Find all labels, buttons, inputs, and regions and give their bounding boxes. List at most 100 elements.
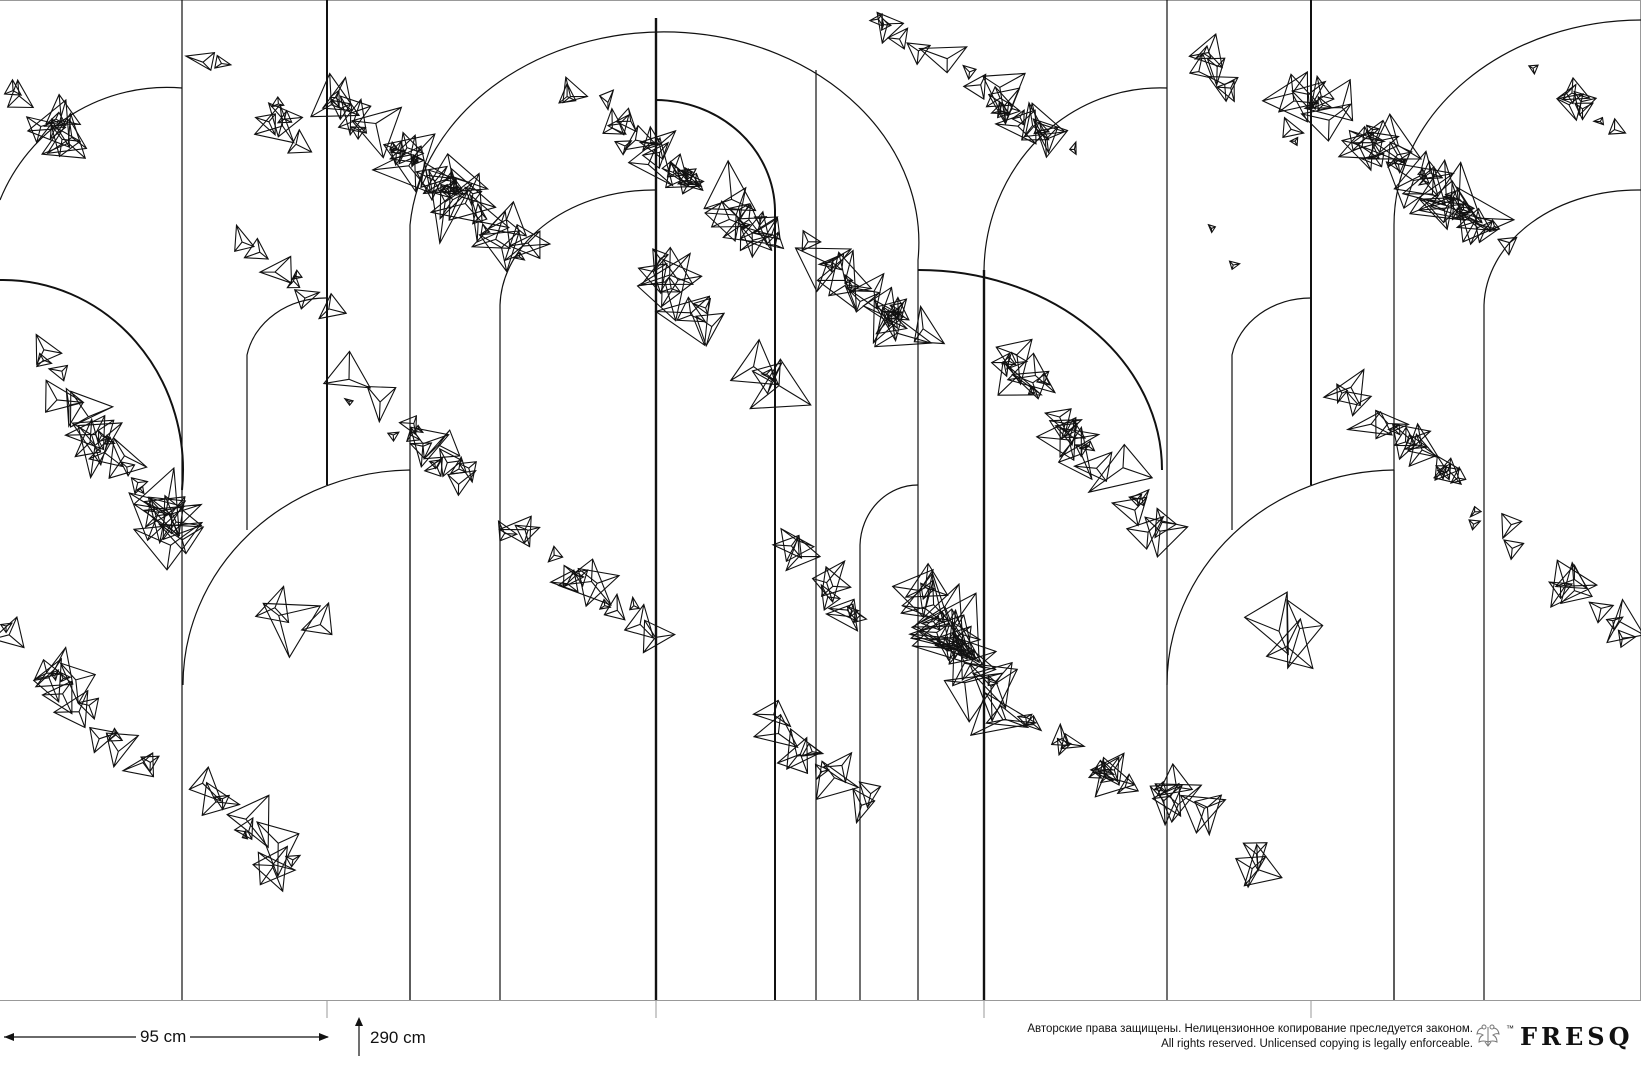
crystal-shard	[695, 312, 726, 348]
crystal-shard	[562, 564, 585, 588]
crystal-shard	[76, 697, 100, 721]
crystal-shard	[962, 64, 978, 81]
crystal-shard	[1573, 90, 1598, 117]
crystal-shard	[1303, 78, 1354, 122]
crystal-shard	[710, 200, 748, 228]
crystal-shard	[943, 672, 1004, 723]
crystal-shard	[1497, 236, 1518, 256]
crystal-shard	[1346, 391, 1373, 417]
crystal-shard	[514, 524, 541, 545]
crystal-shard	[752, 713, 799, 749]
crystal-shard	[1455, 207, 1492, 231]
crystal-shard	[504, 223, 552, 262]
crystal-shard	[498, 515, 532, 548]
crystal-shard	[771, 534, 803, 560]
crystal-shard	[661, 153, 690, 187]
crystal-shard	[666, 160, 687, 178]
crystal-shard	[1322, 368, 1365, 407]
crystal-shard	[742, 222, 752, 231]
crystal-shard	[157, 523, 205, 555]
crystal-shard	[89, 726, 119, 754]
crystal-shard	[1550, 559, 1599, 609]
crystal-shard	[1068, 140, 1077, 156]
crystal-shard	[1006, 101, 1022, 117]
crystal-shard	[752, 699, 792, 728]
crystal-shard	[226, 794, 270, 849]
crystal-shard	[1554, 564, 1588, 590]
crystal-shard	[815, 760, 860, 801]
crystal-shard	[1282, 116, 1305, 139]
crystal-shard	[458, 461, 477, 484]
crystal-shard	[982, 72, 1026, 124]
crystal-shard	[1592, 116, 1605, 126]
crystal-shard	[413, 424, 425, 434]
crystal-shard	[913, 304, 946, 345]
crystal-shard	[429, 183, 451, 199]
crystal-shard	[1367, 113, 1423, 160]
crystal-shard	[558, 82, 577, 104]
crystal-shard	[254, 585, 290, 624]
crystal-shard	[848, 279, 861, 294]
crystal-shard	[214, 54, 233, 69]
crystal-shard	[1215, 80, 1235, 103]
crystal-shard	[291, 269, 303, 280]
crystal-shard	[749, 358, 812, 410]
crystal-shard	[908, 614, 974, 656]
crystal-shard	[640, 246, 694, 286]
crystal-shard	[549, 569, 579, 593]
crystal-shards	[0, 11, 1641, 893]
crystal-shard	[1288, 136, 1299, 147]
crystal-shard	[1043, 408, 1072, 433]
crystal-shard	[944, 639, 965, 660]
crystal-shard	[1547, 581, 1574, 600]
wallpaper-artwork	[0, 0, 1641, 1000]
crystal-shard	[794, 247, 853, 293]
crystal-shard	[1000, 355, 1017, 366]
crystal-shard	[1261, 70, 1309, 123]
crystal-shard	[241, 829, 249, 840]
crystal-shard	[642, 125, 662, 151]
crystal-shard	[1351, 119, 1407, 165]
crystal-shard	[447, 469, 477, 497]
crystal-shard	[423, 456, 444, 478]
crystal-shard	[243, 237, 270, 260]
crystal-shard	[765, 231, 785, 250]
crystal-shard	[615, 107, 638, 133]
crystal-shard	[752, 217, 781, 241]
crystal-shard	[1336, 383, 1349, 405]
crystal-shard	[1087, 443, 1154, 494]
crystal-shard	[428, 459, 442, 470]
crystal-shard	[1032, 118, 1069, 159]
crystal-shard	[71, 419, 115, 467]
crystal-shard	[409, 442, 433, 460]
crystal-shard	[1337, 125, 1381, 160]
crystal-shard	[1416, 168, 1428, 178]
crystal-shard	[448, 167, 497, 221]
crystal-shard	[1442, 194, 1453, 202]
crystal-shard	[422, 153, 490, 195]
crystal-shard	[820, 565, 852, 597]
crystal-shard	[293, 289, 321, 310]
crystal-shard	[1027, 384, 1036, 396]
crystal-shard	[1392, 159, 1407, 175]
crystal-shard	[388, 134, 419, 164]
copyright-notice: Авторские права защищены. Нелицензионное…	[1027, 1022, 1473, 1052]
crystal-shard	[665, 162, 703, 189]
crystal-shard	[339, 95, 372, 137]
crystal-shard	[1188, 52, 1213, 79]
crystal-shard	[1444, 189, 1458, 203]
crystal-shard	[322, 350, 372, 389]
crystal-shard	[252, 845, 289, 893]
crystal-shard	[47, 364, 69, 382]
crystal-shard	[1089, 752, 1125, 786]
crystal-shard	[1016, 713, 1033, 727]
crystal-shard	[606, 113, 630, 136]
crystal-shard	[1094, 756, 1136, 798]
crystal-shard	[875, 309, 909, 335]
crystal-shard	[253, 103, 295, 144]
crystal-shard	[1207, 76, 1239, 103]
crystal-shard	[822, 751, 853, 784]
crystal-shard	[882, 310, 904, 328]
crystal-shard	[573, 569, 589, 588]
crystal-shard	[45, 379, 85, 413]
